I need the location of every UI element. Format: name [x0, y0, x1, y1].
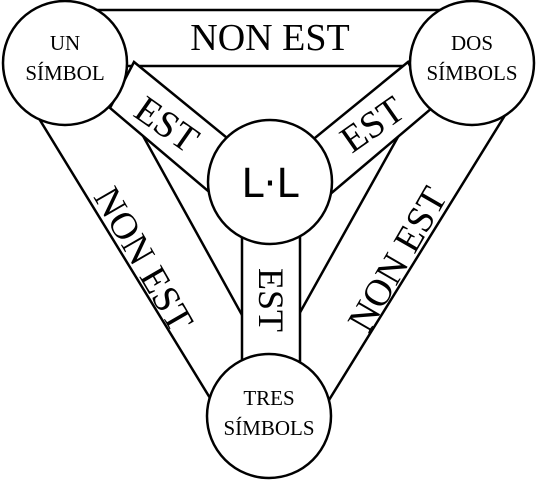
band-top-label: NON EST: [190, 17, 349, 59]
node-bottom-line2: SÍMBOLS: [223, 416, 314, 440]
node-top-right-line1: DOS: [451, 31, 493, 55]
node-top-left: [1, 0, 129, 127]
band-spoke-bottom-label: EST: [251, 268, 291, 332]
node-center-label: L·L: [241, 161, 299, 207]
node-bottom: [205, 352, 333, 480]
node-center: [206, 118, 334, 246]
node-top-right: [408, 0, 536, 127]
node-top-left-line1: UN: [50, 31, 80, 55]
node-top-right-line2: SÍMBOLS: [426, 61, 517, 85]
node-bottom-line1: TRES: [243, 386, 294, 410]
node-top-left-line2: SÍMBOL: [25, 61, 104, 85]
